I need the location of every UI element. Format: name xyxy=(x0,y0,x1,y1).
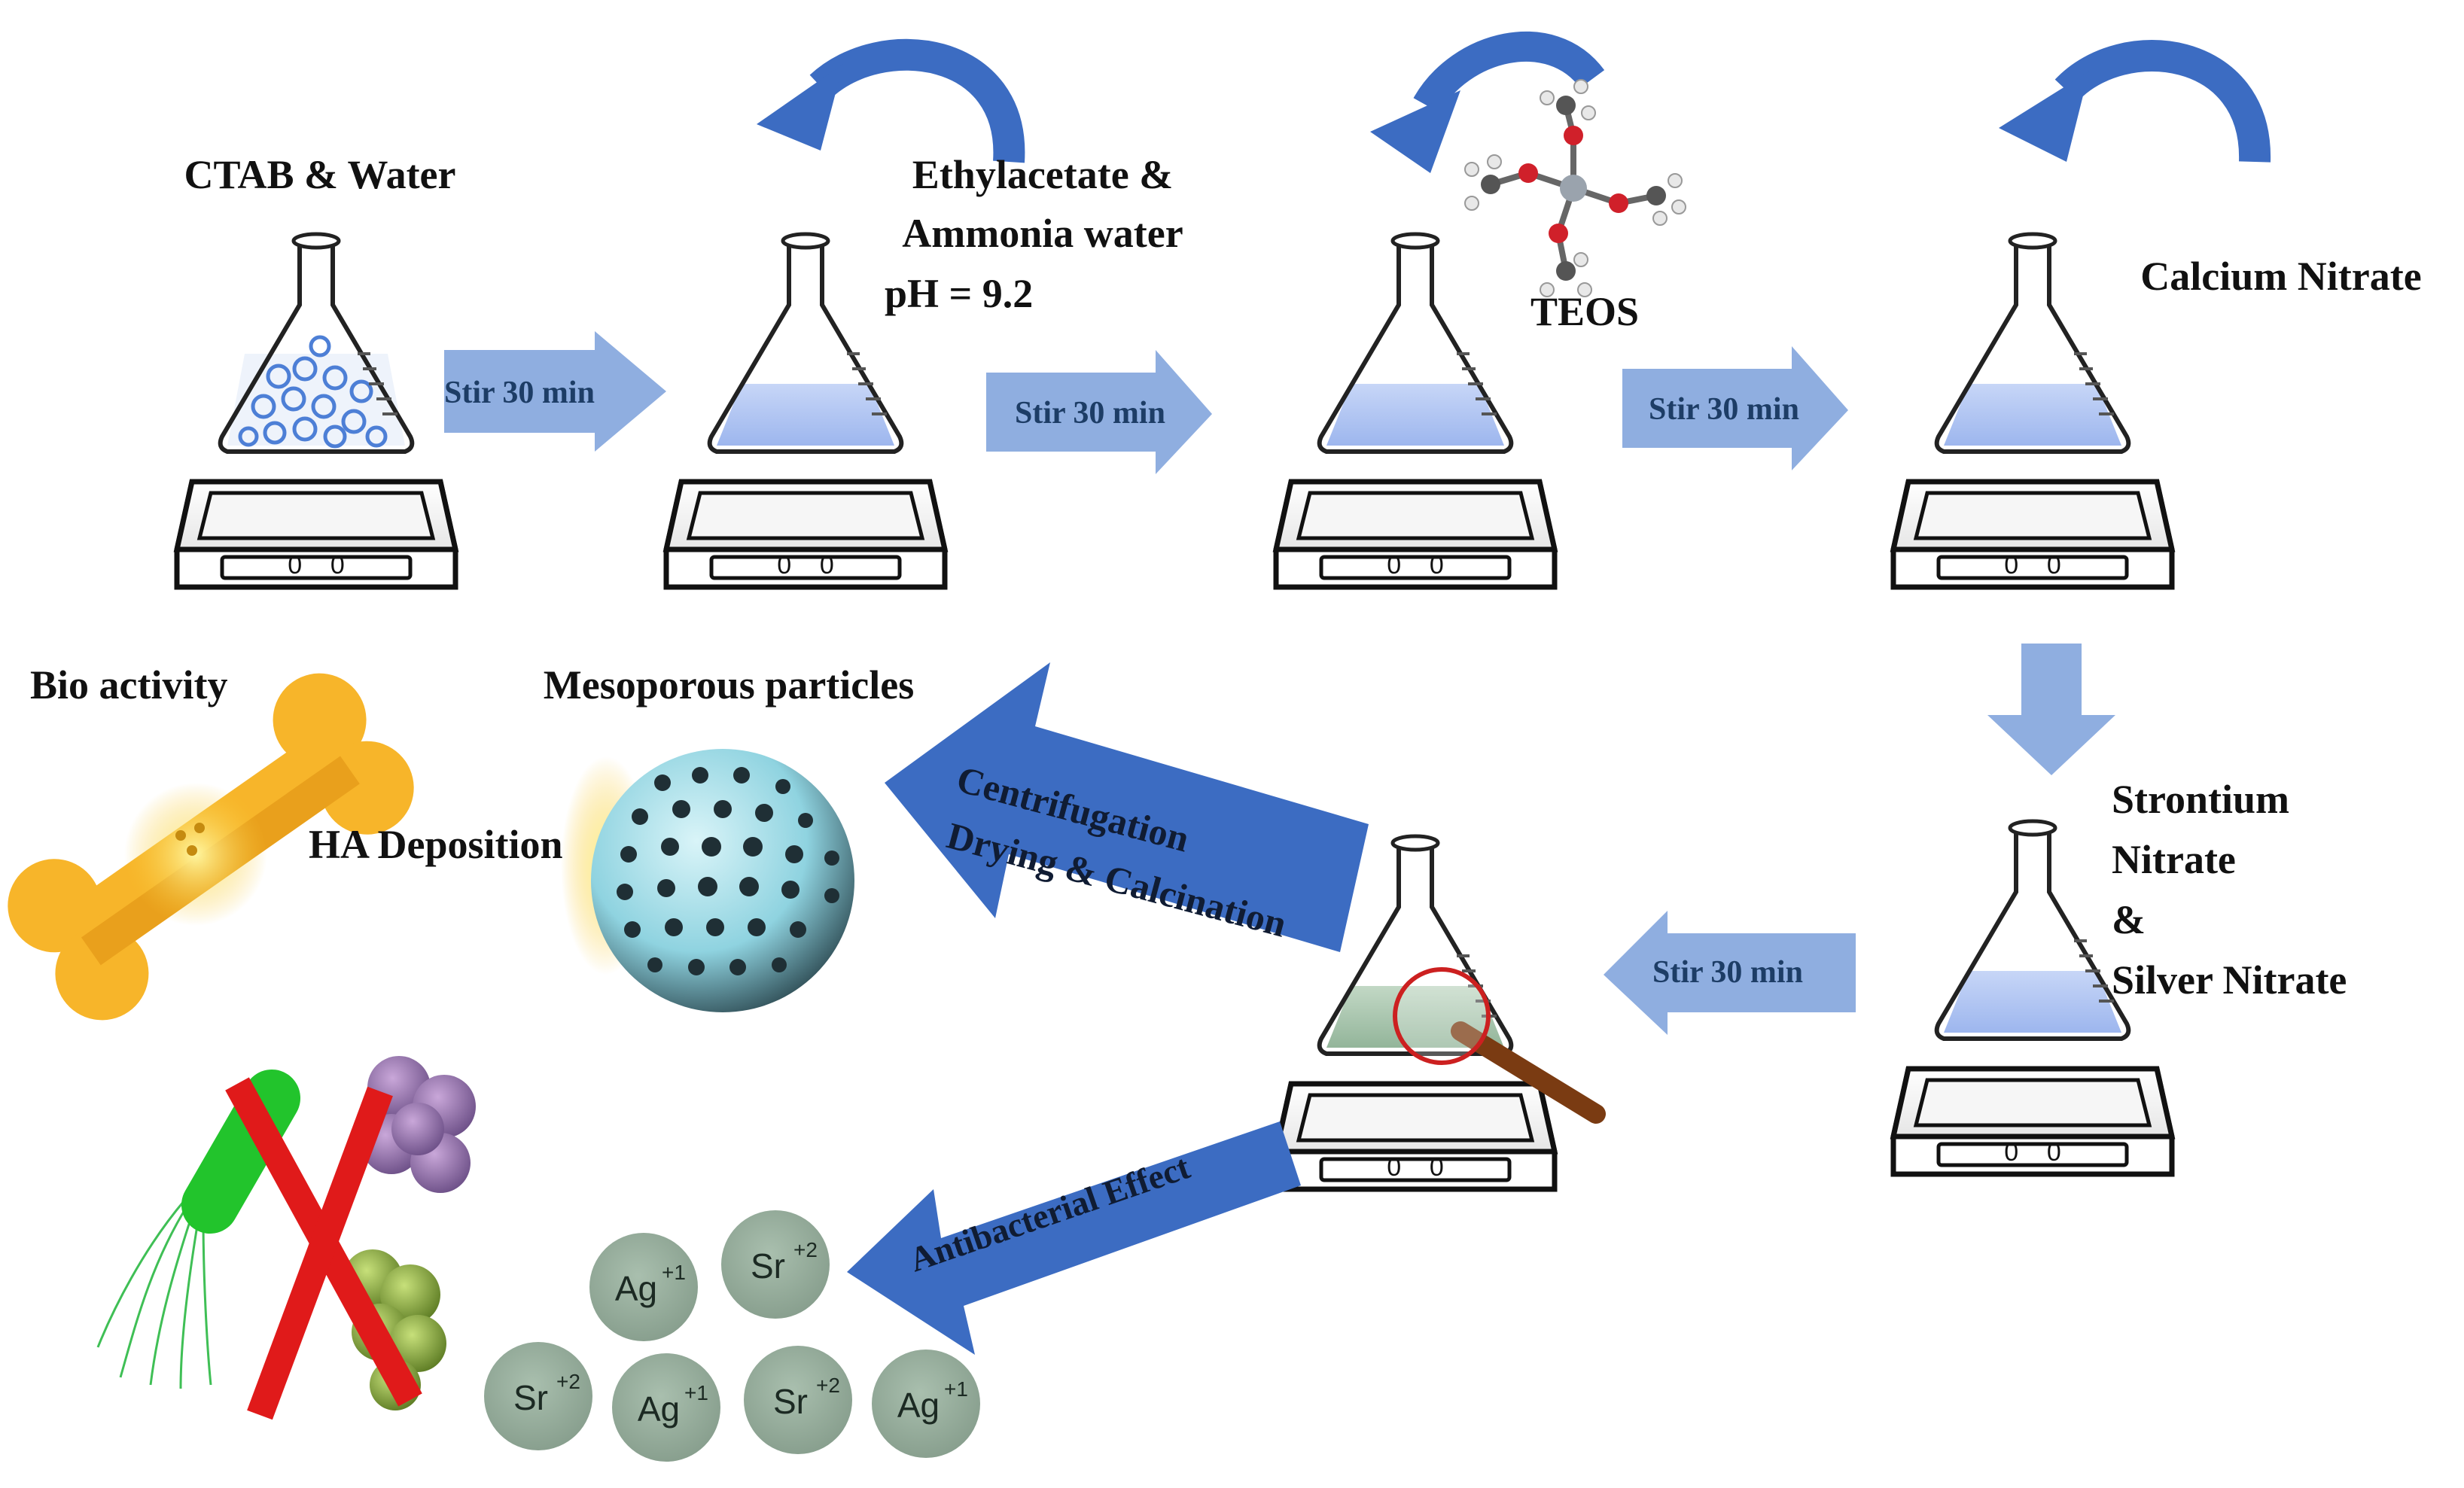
curved-arrow-2 xyxy=(1370,31,1605,173)
station-teos xyxy=(1276,234,1555,587)
svg-text:+1: +1 xyxy=(684,1381,708,1404)
down-arrow xyxy=(1987,644,2115,775)
label-ha: HA Deposition xyxy=(309,822,563,867)
label-ethyl-line1: Ethylacetate & xyxy=(912,152,1173,197)
svg-text:+2: +2 xyxy=(556,1370,580,1393)
stir-arrow-3: Stir 30 min xyxy=(1622,346,1848,470)
knob-label: 0 0 xyxy=(1387,551,1444,580)
knob-label: 0 0 xyxy=(2004,551,2061,580)
ion-circle: Ag +1 xyxy=(612,1353,720,1462)
svg-text:+1: +1 xyxy=(944,1377,968,1401)
label-strontium-line2: Nitrate xyxy=(2112,837,2236,882)
svg-text:Sr: Sr xyxy=(513,1378,548,1417)
stir-label-1: Stir 30 min xyxy=(444,376,595,410)
knob-label: 0 0 xyxy=(288,551,345,580)
svg-text:Sr: Sr xyxy=(773,1382,808,1421)
knob-label: 0 0 xyxy=(777,551,834,580)
label-ctab: CTAB & Water xyxy=(184,152,456,197)
teos-molecule-icon xyxy=(1464,79,1686,297)
station-final xyxy=(1276,836,1606,1189)
centrifugation-arrow: Centrifugation Drying & Calcination xyxy=(885,662,1369,952)
curved-arrow-1 xyxy=(757,38,1025,163)
bone-icon xyxy=(8,673,414,1021)
ion-circle: Ag +1 xyxy=(589,1233,698,1341)
ion-cluster: Ag +1 Sr +2 Sr +2 Ag +1 Sr +2 Ag +1 xyxy=(484,1210,980,1462)
label-ethyl-line2: Ammonia water xyxy=(902,211,1183,256)
antibacterial-arrow: Antibacterial Effect xyxy=(847,1121,1301,1355)
hotplate-knob-labels: 0 0 0 0 0 0 0 0 0 0 0 0 xyxy=(288,551,2061,1182)
ion-circle: Sr +2 xyxy=(721,1210,830,1319)
stir-label-4: Stir 30 min xyxy=(1652,955,1803,990)
stir-label-3: Stir 30 min xyxy=(1649,392,1799,427)
stir-arrow-4: Stir 30 min xyxy=(1604,911,1856,1035)
knob-label: 0 0 xyxy=(2004,1138,2061,1167)
svg-text:Sr: Sr xyxy=(751,1246,785,1286)
label-strontium-line3: & xyxy=(2112,897,2146,942)
stir-arrow-2: Stir 30 min xyxy=(986,350,1212,474)
red-x-icon xyxy=(225,1077,422,1420)
label-teos: TEOS xyxy=(1530,289,1639,334)
svg-text:+2: +2 xyxy=(793,1238,818,1261)
svg-text:Ag: Ag xyxy=(638,1389,680,1429)
station-calcium xyxy=(1893,234,2172,587)
stir-arrow-1: Stir 30 min xyxy=(444,331,666,452)
label-ph: pH = 9.2 xyxy=(885,271,1033,316)
svg-text:Ag: Ag xyxy=(615,1269,657,1308)
svg-text:Ag: Ag xyxy=(897,1386,940,1425)
svg-text:+1: +1 xyxy=(662,1261,686,1284)
micelle-bubbles xyxy=(238,335,388,449)
mesoporous-sphere-icon xyxy=(561,749,854,1012)
ion-circle: Ag +1 xyxy=(872,1350,980,1458)
label-bio: Bio activity xyxy=(30,662,227,707)
bacteria-icon xyxy=(96,1056,476,1420)
label-strontium-line1: Strontium xyxy=(2112,777,2289,822)
curved-arrow-3 xyxy=(1999,40,2271,163)
stir-label-2: Stir 30 min xyxy=(1015,396,1165,431)
knob-label: 0 0 xyxy=(1387,1153,1444,1182)
station-ctab xyxy=(177,234,455,587)
svg-text:+2: +2 xyxy=(816,1374,840,1397)
label-strontium-line4: Silver Nitrate xyxy=(2112,957,2347,1003)
magnifier-icon xyxy=(1393,967,1606,1124)
label-calcium: Calcium Nitrate xyxy=(2140,254,2421,299)
ion-circle: Sr +2 xyxy=(484,1342,592,1450)
ion-circle: Sr +2 xyxy=(744,1346,852,1454)
label-mesoporous: Mesoporous particles xyxy=(544,662,914,707)
